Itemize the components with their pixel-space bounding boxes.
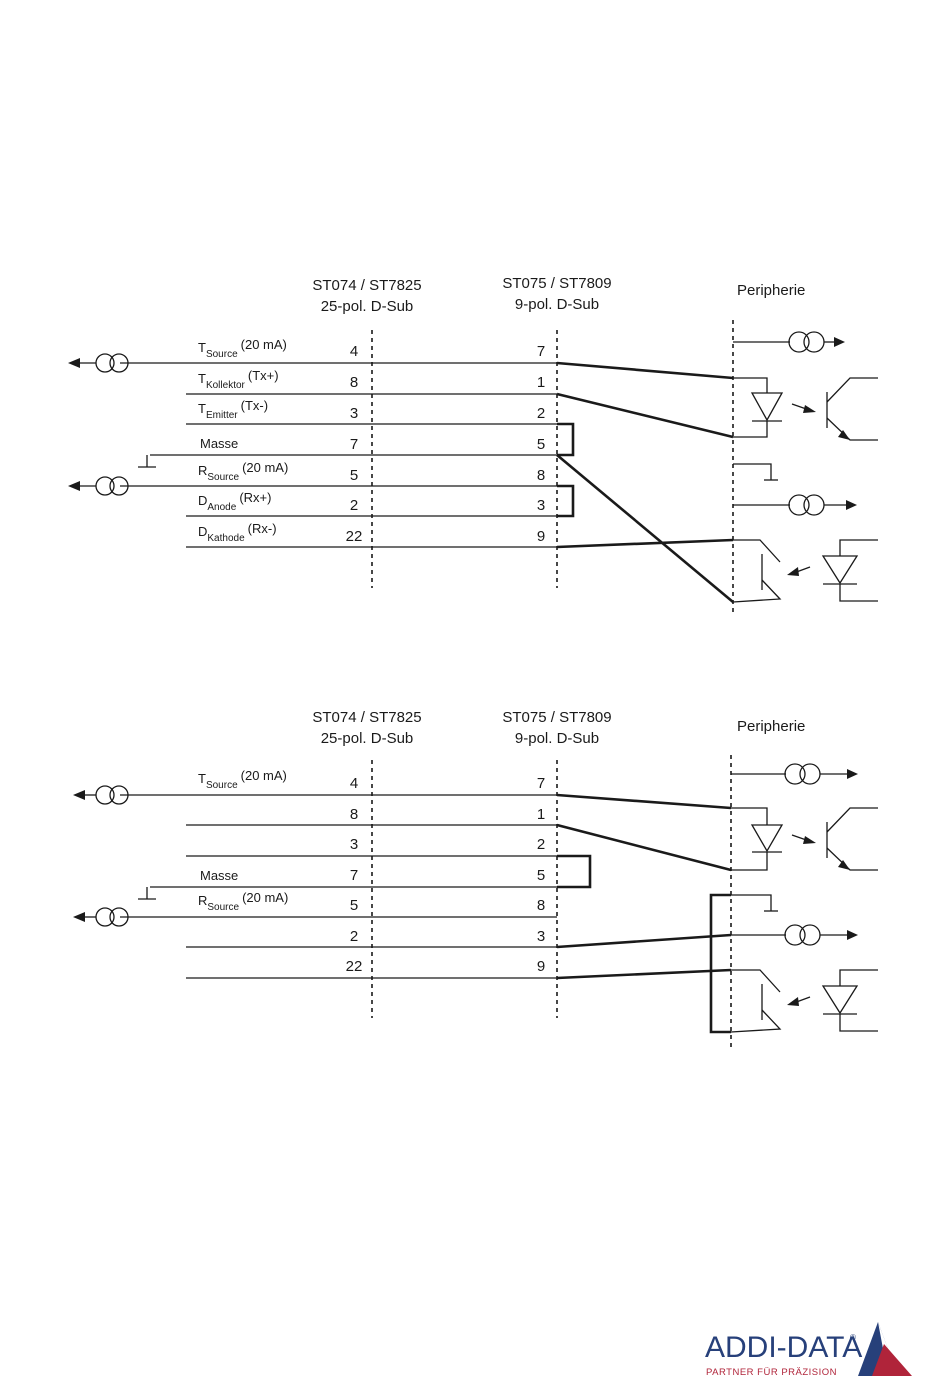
svg-text:DAnode(Rx+): DAnode(Rx+): [198, 490, 271, 513]
wire-to-led-cathode: [556, 392, 734, 439]
addi-data-logo: ADDI-DATA ® PARTNER FÜR PRÄZISION: [705, 1322, 912, 1378]
wire-to-led-anode: [556, 793, 732, 810]
transistor-icon: [826, 377, 878, 441]
diagram-2: ST074 / ST7825 25-pol. D-Sub ST075 / ST7…: [73, 709, 878, 1050]
pin-a: 4: [350, 775, 358, 792]
connector-b-name: ST075 / ST7809: [502, 275, 611, 292]
logo-triangle-icon: [858, 1322, 912, 1376]
pin-a: 7: [350, 867, 358, 884]
jumper-2-5: [557, 854, 592, 889]
signal-label-7: DKathode(Rx-): [198, 521, 277, 544]
connector-a-type: 25-pol. D-Sub: [321, 298, 414, 315]
signal-label-3: TEmitter(Tx-): [198, 398, 268, 421]
pin-a: 5: [350, 467, 358, 484]
signal-label-5: RSource(20 mA): [198, 460, 288, 483]
logo-registered-mark: ®: [850, 1333, 856, 1342]
current-source-icon: [68, 476, 129, 496]
wire-to-phototransistor-collector: [556, 538, 734, 549]
led-icon: [821, 539, 878, 602]
pin-a: 8: [350, 374, 358, 391]
signal-label-2: TKollektor(Tx+): [198, 368, 279, 391]
ground-icon: [733, 463, 778, 481]
connector-a-type: 25-pol. D-Sub: [321, 730, 414, 747]
current-source-icon: [731, 763, 858, 785]
pin-a: 22: [346, 958, 363, 975]
pin-a: 7: [350, 436, 358, 453]
jumper-8-3: [557, 484, 575, 518]
jumper-2-5: [557, 422, 575, 457]
connector-b-type: 9-pol. D-Sub: [515, 730, 599, 747]
ground-icon: [138, 455, 156, 468]
current-source-icon: [68, 353, 129, 373]
pin-b: 5: [537, 436, 545, 453]
diagram-1: ST074 / ST7825 25-pol. D-Sub ST075 / ST7…: [68, 275, 878, 614]
pin-b: 1: [537, 806, 545, 823]
signal-label-6: DAnode(Rx+): [198, 490, 271, 513]
bridge-ground-emitter: [709, 893, 731, 1034]
signal-label-4: Masse: [200, 436, 238, 451]
connector-b-name: ST075 / ST7809: [502, 709, 611, 726]
pin-b: 5: [537, 867, 545, 884]
svg-text:TEmitter(Tx-): TEmitter(Tx-): [198, 398, 268, 421]
connector-a-name: ST074 / ST7825: [312, 277, 421, 294]
ground-icon: [138, 887, 156, 900]
led-icon: [821, 969, 878, 1032]
svg-text:TKollektor(Tx+): TKollektor(Tx+): [198, 368, 279, 391]
pin-a: 2: [350, 928, 358, 945]
pin-a: 4: [350, 343, 358, 360]
phototransistor-icon: [730, 969, 811, 1033]
signal-label-4: Masse: [200, 868, 238, 883]
svg-text:TSource(20 mA): TSource(20 mA): [198, 768, 287, 791]
pin-a: 8: [350, 806, 358, 823]
svg-text:RSource(20 mA): RSource(20 mA): [198, 890, 288, 913]
pin-b: 1: [537, 374, 545, 391]
pin-b: 7: [537, 775, 545, 792]
pin-b: 2: [537, 405, 545, 422]
svg-text:DKathode(Rx-): DKathode(Rx-): [198, 521, 277, 544]
pin-b: 7: [537, 343, 545, 360]
signal-label-1: TSource(20 mA): [198, 337, 287, 360]
pin-b: 9: [537, 958, 545, 975]
pin-b: 2: [537, 836, 545, 853]
logo-tagline: PARTNER FÜR PRÄZISION: [706, 1367, 837, 1378]
logo-text: ADDI-DATA: [705, 1331, 862, 1364]
svg-text:TSource(20 mA): TSource(20 mA): [198, 337, 287, 360]
pin-a: 2: [350, 497, 358, 514]
peripherie-label: Peripherie: [737, 282, 805, 299]
phototransistor-icon: [732, 539, 811, 603]
transistor-icon: [826, 807, 878, 871]
pin-b: 3: [537, 497, 545, 514]
current-source-icon: [73, 907, 129, 927]
signal-label-1: TSource(20 mA): [198, 768, 287, 791]
wire-to-current-source: [556, 933, 732, 949]
current-source-icon: [733, 331, 845, 353]
peripherie-label: Peripherie: [737, 718, 805, 735]
connector-b-type: 9-pol. D-Sub: [515, 296, 599, 313]
pin-a: 3: [350, 836, 358, 853]
pin-b: 8: [537, 897, 545, 914]
current-source-icon: [733, 494, 857, 516]
pin-a: 3: [350, 405, 358, 422]
wire-to-phototransistor-emitter: [556, 454, 734, 603]
wire-to-led-cathode: [556, 823, 732, 872]
svg-text:RSource(20 mA): RSource(20 mA): [198, 460, 288, 483]
current-source-icon: [731, 924, 858, 946]
led-icon: [733, 377, 816, 438]
pin-b: 9: [537, 528, 545, 545]
pin-b: 8: [537, 467, 545, 484]
ground-icon: [731, 894, 778, 912]
led-icon: [731, 807, 816, 871]
signal-label-5: RSource(20 mA): [198, 890, 288, 913]
pin-a: 5: [350, 897, 358, 914]
wire-to-led-anode: [556, 361, 734, 380]
wire-to-phototransistor: [556, 968, 732, 980]
pin-a: 22: [346, 528, 363, 545]
connector-a-name: ST074 / ST7825: [312, 709, 421, 726]
current-source-icon: [73, 785, 129, 805]
pin-b: 3: [537, 928, 545, 945]
